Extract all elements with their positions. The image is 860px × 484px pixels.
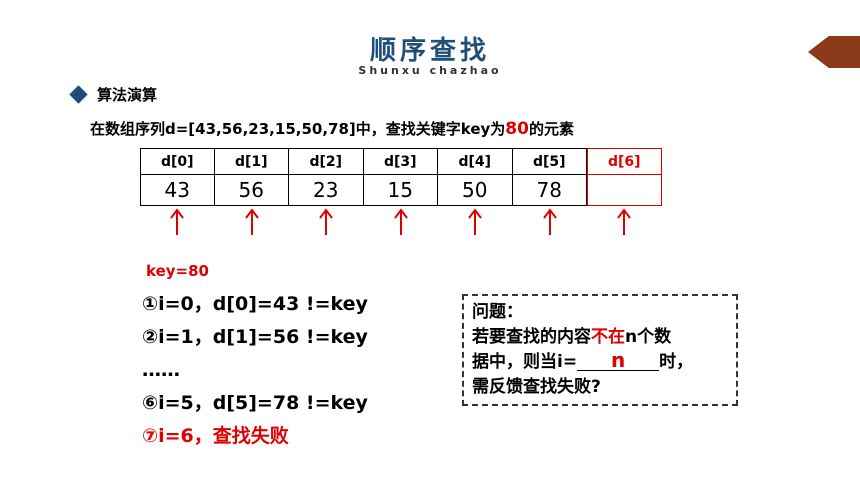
- steps-list: ①i=0，d[0]=43 !=key ②i=1，d[1]=56 !=key ………: [142, 288, 368, 453]
- problem-suffix: 的元素: [528, 120, 574, 138]
- question-highlight: 不在: [591, 327, 625, 347]
- key-label: key=80: [146, 262, 209, 280]
- question-line-1: 若要查找的内容不在n个数: [472, 325, 728, 350]
- diamond-bullet-icon: [69, 85, 88, 104]
- up-arrow-icon: [215, 208, 290, 238]
- up-arrow-icon: [140, 208, 215, 238]
- array-index: d[0]: [141, 149, 214, 175]
- array-value: 23: [313, 178, 339, 202]
- array-cell-sentinel: d[6]: [587, 148, 662, 206]
- question-text: 若要查找的内容: [472, 327, 591, 347]
- up-arrow-icon: [438, 208, 513, 238]
- step-item-fail: ⑦i=6，查找失败: [142, 425, 289, 447]
- section-heading: 算法演算: [69, 84, 158, 105]
- array-index: d[4]: [438, 149, 512, 175]
- pointer-arrows: [140, 208, 662, 238]
- array-cell: d[4] 50: [438, 148, 513, 206]
- step-item: ……: [142, 359, 180, 381]
- array-cell: d[2] 23: [289, 148, 364, 206]
- step-item: ①i=0，d[0]=43 !=key: [142, 293, 368, 315]
- question-text: 时，: [659, 352, 694, 372]
- array-index: d[5]: [512, 149, 586, 175]
- array-index: d[1]: [214, 149, 288, 175]
- page-subtitle: Shunxu chazhao: [358, 64, 502, 77]
- array-value: 56: [238, 178, 264, 202]
- up-arrow-icon: [513, 208, 588, 238]
- array-index: d[2]: [289, 149, 363, 175]
- problem-statement: 在数组序列d=[43,56,23,15,50,78]中，查找关键字key为80的…: [90, 118, 574, 139]
- answer-blank: n: [577, 350, 660, 371]
- array-cell: d[0] 43: [140, 148, 215, 206]
- question-heading: 问题：: [472, 302, 523, 322]
- array-value: 50: [462, 178, 488, 202]
- problem-key-value: 80: [505, 119, 529, 139]
- array-table: d[0] 43 d[1] 56 d[2] 23 d[3] 15 d[4] 50 d[5] 7…: [140, 148, 662, 206]
- question-text: 据中，则当i=: [472, 352, 578, 372]
- page-title: 顺序查找: [369, 36, 490, 66]
- array-index: d[3]: [363, 149, 437, 175]
- up-arrow-icon: [587, 208, 662, 238]
- section-label: 算法演算: [97, 86, 158, 104]
- step-item: ②i=1，d[1]=56 !=key: [142, 326, 368, 348]
- step-item: ⑥i=5，d[5]=78 !=key: [142, 392, 368, 414]
- array-index: d[6]: [588, 149, 661, 175]
- up-arrow-icon: [364, 208, 439, 238]
- question-text: n个数: [625, 327, 672, 347]
- problem-prefix: 在数组序列d=[43,56,23,15,50,78]中，查找关键字key为: [90, 120, 506, 138]
- question-line-3: 需反馈查找失败?: [472, 377, 601, 397]
- array-cell: d[5] 78: [512, 148, 587, 206]
- array-value: [588, 175, 661, 205]
- array-cell: d[3] 15: [363, 148, 438, 206]
- array-value: 78: [536, 178, 562, 202]
- array-value: 15: [387, 178, 413, 202]
- array-cell: d[1] 56: [214, 148, 289, 206]
- up-arrow-icon: [289, 208, 364, 238]
- array-value: 43: [164, 178, 190, 202]
